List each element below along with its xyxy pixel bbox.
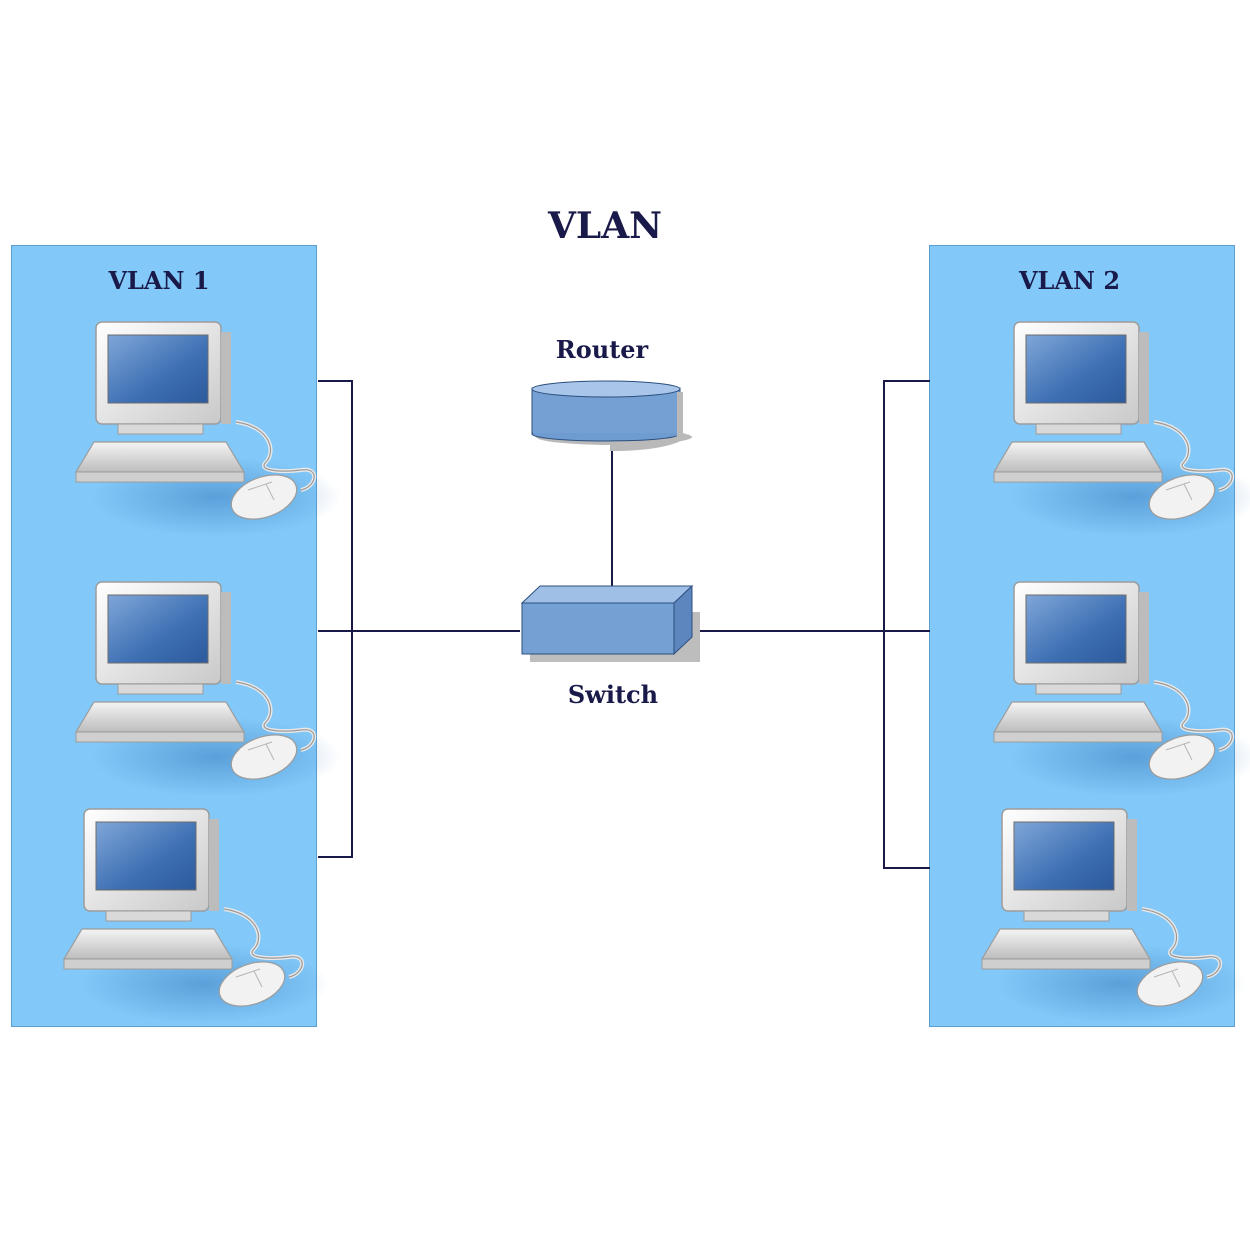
- switch-label: Switch: [567, 680, 659, 709]
- vlan-1-bus-line: [318, 380, 353, 858]
- vlan-1-computer-3-icon: [62, 807, 331, 1026]
- vlan-2-computer-1-icon: [992, 320, 1250, 539]
- router-label: Router: [555, 335, 649, 364]
- connection-lines: [318, 380, 930, 869]
- vlan-1-computer-1-icon: [74, 320, 343, 539]
- vlan-1-label: VLAN 1: [108, 266, 210, 295]
- diagram-title: VLAN: [547, 205, 663, 247]
- vlan-2-computer-2-icon: [992, 580, 1250, 799]
- vlan-2-bus-line: [883, 380, 930, 869]
- vlan-2-label: VLAN 2: [1018, 266, 1121, 295]
- switch-icon: [520, 584, 700, 662]
- router-icon: [531, 380, 692, 451]
- vlan-1-computer-2-icon: [74, 580, 343, 799]
- vlan-2-computer-3-icon: [980, 807, 1249, 1026]
